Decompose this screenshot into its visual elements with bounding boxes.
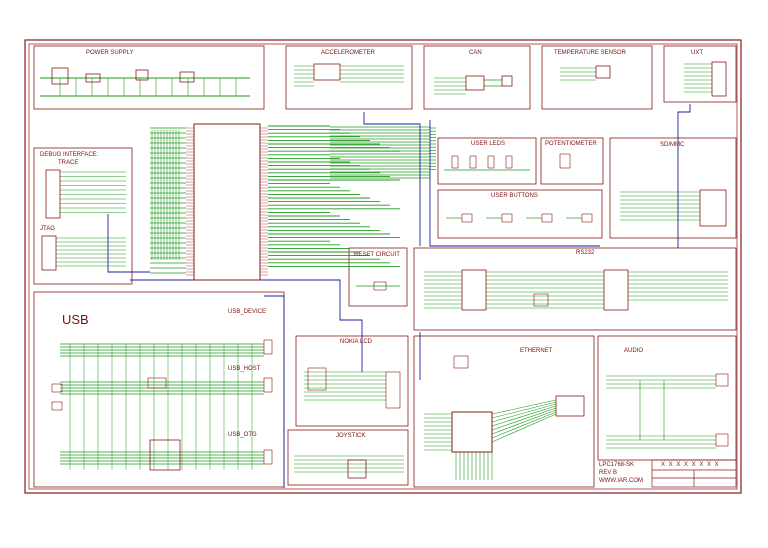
potentiometer-box <box>540 137 604 185</box>
reset-circuit-box <box>348 247 408 307</box>
components <box>41 61 729 479</box>
power-supply-box <box>33 45 265 110</box>
rj45-jack <box>555 395 585 417</box>
rs232-connector <box>533 293 549 307</box>
user-buttons-box <box>437 189 603 239</box>
led <box>469 155 477 169</box>
usb-otg-title: USB_OTG <box>228 432 257 438</box>
temperature-sensor-box <box>541 45 653 110</box>
uxt-box <box>663 45 737 103</box>
potentiometer-element <box>559 153 571 169</box>
usb-host-connector <box>263 377 273 393</box>
sd-socket <box>699 189 727 227</box>
rs232-box <box>413 247 737 331</box>
button <box>581 213 593 223</box>
debug-interface-title: DEBUG INTERFACE: <box>40 152 99 158</box>
ethernet-crystal <box>453 355 469 369</box>
joystick-box <box>287 429 409 486</box>
can-box <box>423 45 531 110</box>
lcd-connector <box>385 371 401 409</box>
power-jack <box>51 67 69 85</box>
bus-lines <box>107 104 691 488</box>
can-title: CAN <box>469 50 482 56</box>
trace-title: TRACE <box>58 160 79 166</box>
usb-switch-1 <box>51 383 63 393</box>
usb-otg-connector <box>263 449 273 465</box>
sd-mmc-title: SD/MMC <box>660 142 685 148</box>
mcu-chip <box>193 123 261 281</box>
audio-box <box>597 335 737 461</box>
reset-circuit-title: RESET CIRCUIT <box>354 252 400 258</box>
usb-title: USB <box>62 312 89 327</box>
nokia-lcd-box <box>295 335 409 427</box>
regulator <box>85 73 101 83</box>
nokia-lcd-title: NOKIA LCD <box>340 339 373 345</box>
led <box>487 155 495 169</box>
title-block-frame <box>651 459 737 488</box>
accelerometer-box <box>285 45 413 110</box>
rs232-driver-2 <box>603 269 629 311</box>
audio-jack-2 <box>715 433 729 447</box>
button <box>541 213 553 223</box>
rs232-title: RS232 <box>576 250 595 256</box>
board-model: LPC1768-SK <box>599 462 635 468</box>
bridge <box>135 69 149 81</box>
usb-switch-2 <box>51 401 63 411</box>
usb-otg-chip <box>149 439 181 471</box>
uxt-title: UXT <box>691 50 703 56</box>
sd-mmc-box <box>609 137 737 239</box>
can-transceiver <box>465 75 485 91</box>
ethernet-phy <box>451 411 493 453</box>
rs232-driver-1 <box>461 269 487 311</box>
joystick-title: JOYSTICK <box>336 433 366 439</box>
usb-host-chip <box>147 377 167 389</box>
board-website: WWW.IAR.COM <box>599 478 643 484</box>
power-supply-title: POWER SUPPLY <box>86 50 134 56</box>
usb-host-title: USB_HOST <box>228 366 261 372</box>
block-boxes <box>33 45 737 488</box>
usb-device-title: USB_DEVICE <box>228 309 267 315</box>
trace-connector <box>45 169 61 219</box>
joystick-switch <box>347 459 367 479</box>
reset-switch <box>373 281 387 291</box>
audio-title: AUDIO <box>624 348 644 354</box>
jtag-title: JTAG <box>40 226 55 232</box>
ldo <box>179 71 195 83</box>
uxt-connector <box>711 61 727 97</box>
lcd-chip <box>307 367 327 391</box>
user-leds-title: USER LEDS <box>471 141 506 147</box>
debug-interface-box <box>33 147 133 285</box>
board-revision: REV B <box>599 470 618 476</box>
potentiometer-title: POTENTIOMETER <box>545 141 597 147</box>
ethernet-box <box>413 335 595 488</box>
usb-device-connector <box>263 339 273 355</box>
button <box>501 213 513 223</box>
user-leds-box <box>437 137 537 185</box>
button <box>461 213 473 223</box>
led <box>451 155 459 169</box>
temperature-chip <box>595 65 611 79</box>
jtag-connector <box>41 235 57 271</box>
accelerometer-chip <box>313 63 341 81</box>
user-buttons-title: USER BUTTONS <box>491 193 538 199</box>
audio-jack-1 <box>715 373 729 387</box>
temperature-sensor-title: TEMPERATURE SENSOR <box>554 50 626 56</box>
led <box>505 155 513 169</box>
can-connector <box>501 75 513 87</box>
ethernet-title: ETHERNET <box>520 348 553 354</box>
sheet-frame <box>24 39 742 494</box>
title-block-marks: X X X X X X X X <box>661 462 720 468</box>
accelerometer-title: ACCELEROMETER <box>321 50 376 56</box>
